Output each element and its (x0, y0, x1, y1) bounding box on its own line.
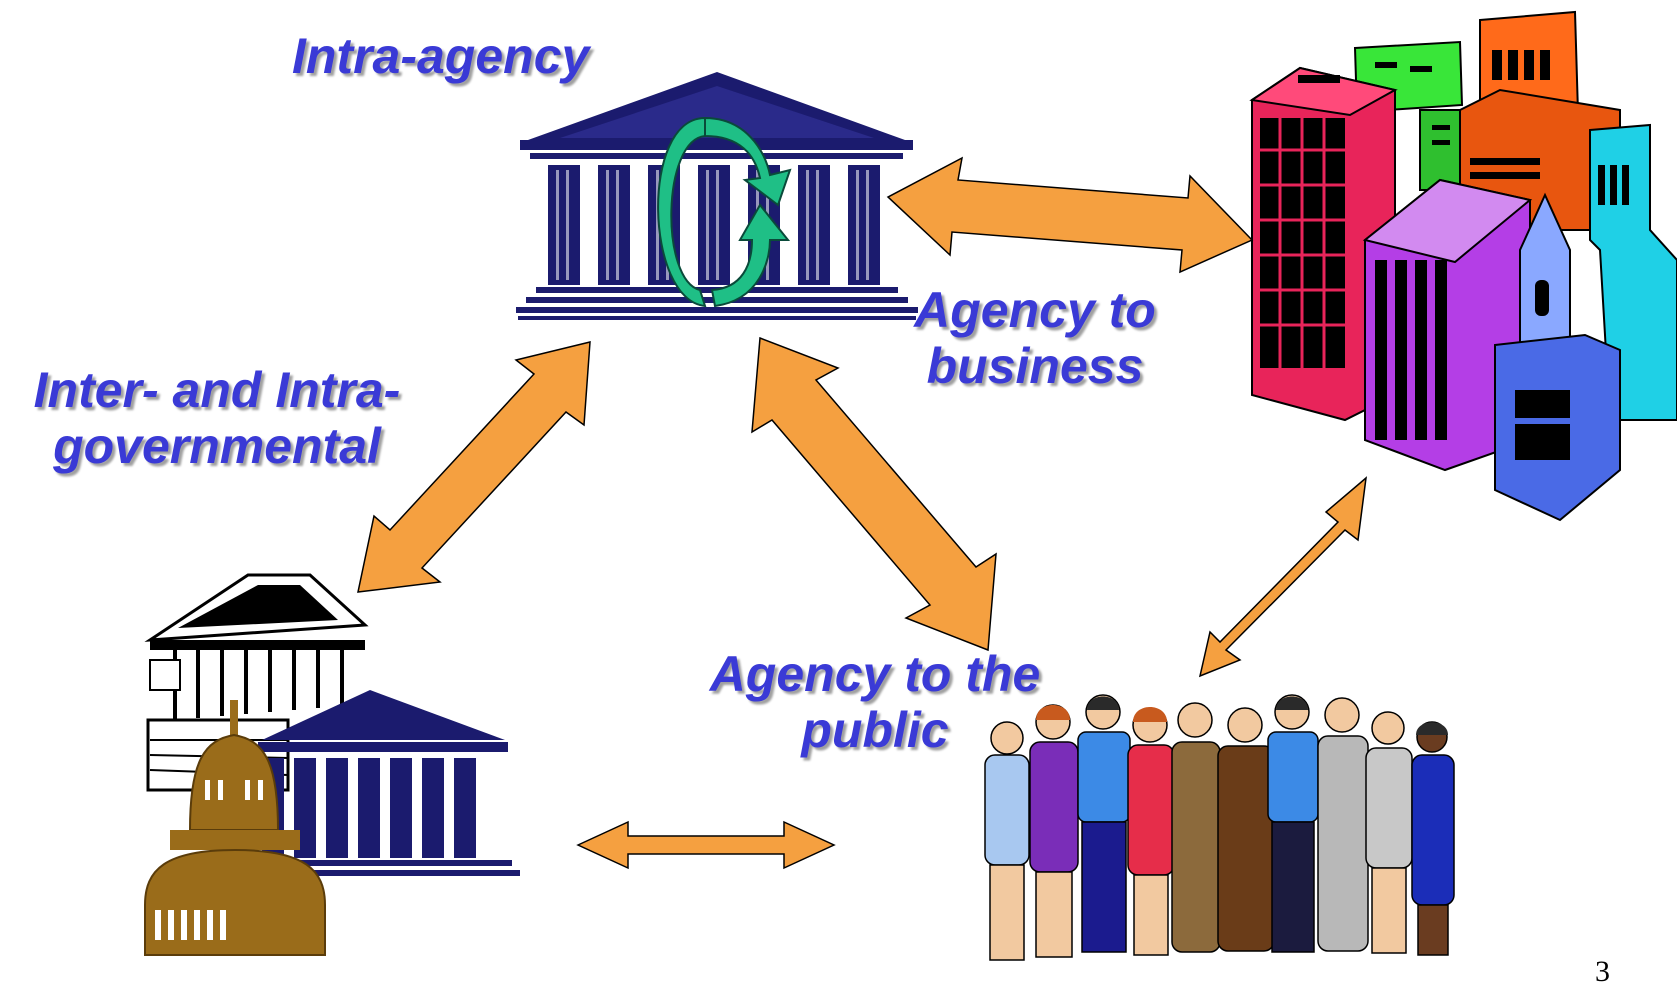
arrow-government-public (576, 820, 836, 870)
slide-number: 3 (1595, 955, 1610, 988)
inter-intra-line1: Inter- and Intra- (33, 362, 401, 418)
agency-to-business-line1: Agency to (914, 282, 1156, 338)
arrow-agency-business (886, 156, 1254, 274)
city-buildings-icon (1249, 10, 1677, 522)
intra-agency-label: Intra-agency (292, 28, 589, 84)
arrow-agency-public (751, 336, 997, 652)
agency-to-business-label: Agency to business (905, 282, 1165, 394)
agency-to-public-line2: public (801, 702, 949, 758)
people-group-icon (984, 694, 1455, 961)
cycle-arrows-icon (657, 116, 792, 308)
intra-agency-text: Intra-agency (292, 28, 590, 84)
agency-building-icon (516, 72, 918, 320)
government-buildings-icon (144, 573, 520, 956)
inter-intra-line2: governmental (53, 418, 381, 474)
agency-to-public-label: Agency to the public (685, 646, 1065, 758)
arrow-agency-government (357, 341, 591, 593)
agency-to-public-line1: Agency to the (709, 646, 1041, 702)
arrow-business-public (1198, 476, 1367, 678)
agency-to-business-line2: business (926, 338, 1144, 394)
inter-intra-governmental-label: Inter- and Intra- governmental (12, 362, 422, 474)
